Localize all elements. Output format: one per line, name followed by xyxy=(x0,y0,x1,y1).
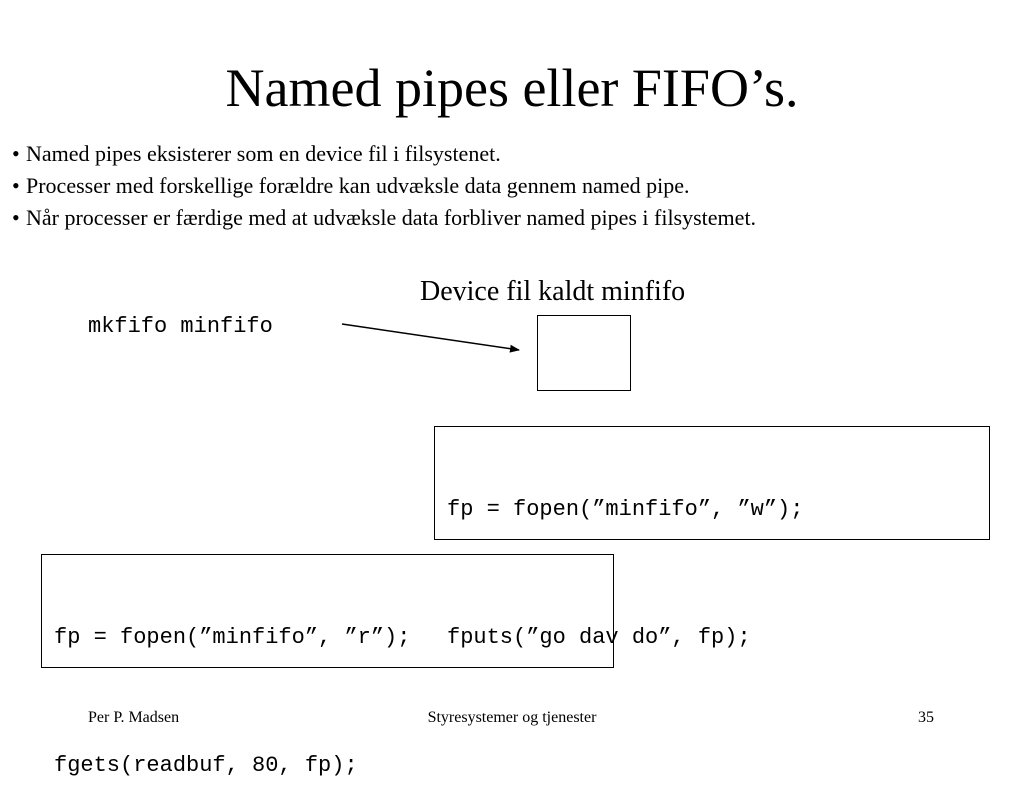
code-line: fp = fopen(”minfifo”, ”w”); xyxy=(447,497,804,522)
code-line: fputs(”go dav do”, fp); xyxy=(447,625,751,650)
bullet-text: Processer med forskellige forældre kan u… xyxy=(26,173,690,198)
bullet-text: Når processer er færdige med at udvæksle… xyxy=(26,205,757,230)
bullet-symbol: • xyxy=(12,205,20,230)
bullet-symbol: • xyxy=(12,173,20,198)
bullet-list: •Named pipes eksisterer som en device fi… xyxy=(12,138,1012,234)
fifo-device-box xyxy=(537,315,631,391)
bullet-text: Named pipes eksisterer som en device fil… xyxy=(26,141,501,166)
mkfifo-command: mkfifo minfifo xyxy=(88,314,273,339)
arrow-line xyxy=(341,323,520,353)
reader-code-box: fp = fopen(”minfifo”, ”r”); fgets(readbu… xyxy=(41,554,614,778)
writer-code-box: fp = fopen(”minfifo”, ”w”); fputs(”go da… xyxy=(434,426,990,650)
code-line: fp = fopen(”minfifo”, ”r”); xyxy=(54,625,411,650)
bullet-item: •Named pipes eksisterer som en device fi… xyxy=(12,138,1012,170)
footer-course: Styresystemer og tjenester xyxy=(427,709,597,726)
code-line: fgets(readbuf, 80, fp); xyxy=(54,753,358,778)
bullet-symbol: • xyxy=(12,141,20,166)
device-file-label: Device fil kaldt minfifo xyxy=(420,276,686,307)
footer-author: Per P. Madsen xyxy=(88,709,180,726)
slide-title: Named pipes eller FIFO’s. xyxy=(225,58,799,118)
footer-page-number: 35 xyxy=(918,709,934,726)
bullet-item: •Når processer er færdige med at udvæksl… xyxy=(12,202,1012,234)
bullet-item: •Processer med forskellige forældre kan … xyxy=(12,170,1012,202)
